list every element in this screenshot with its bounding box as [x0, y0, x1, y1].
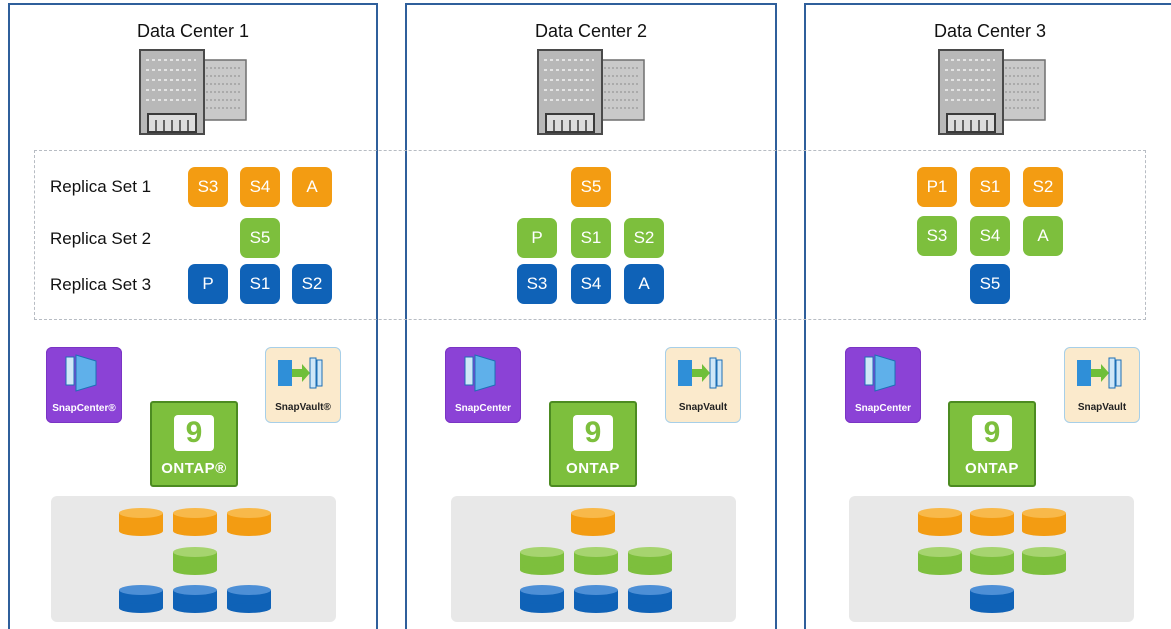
disk-icon — [173, 508, 217, 536]
disk-icon — [918, 508, 962, 536]
disk-icon — [173, 547, 217, 575]
snapcenter-icon — [464, 354, 496, 392]
dc2-rs3-node: A — [624, 264, 664, 304]
dc2-rs2-node: S2 — [624, 218, 664, 258]
data-center-1-title: Data Center 1 — [136, 21, 250, 41]
building-icon — [139, 49, 247, 135]
ontap-version-number: 9 — [972, 415, 1012, 451]
snapcenter-tile: SnapCenter — [445, 347, 521, 423]
dc3-rs2-node: S4 — [970, 216, 1010, 256]
dc3-rs1-node: S2 — [1023, 167, 1063, 207]
disk-icon — [520, 585, 564, 613]
snapvault-label: SnapVault — [678, 402, 728, 413]
ontap-logo: 9 ONTAP — [549, 401, 637, 487]
disk-icon — [571, 508, 615, 536]
dc1-rs3-node: P — [188, 264, 228, 304]
disk-icon — [227, 508, 271, 536]
dc2-rs2-node: P — [517, 218, 557, 258]
snapvault-tile: SnapVault — [1064, 347, 1140, 423]
dc3-rs2-node: A — [1023, 216, 1063, 256]
ontap-label: ONTAP — [965, 460, 1019, 477]
dc1-rs2-node: S5 — [240, 218, 280, 258]
snapcenter-label: SnapCenter — [854, 403, 912, 414]
building-icon — [938, 49, 1046, 135]
dc3-rs2-node: S3 — [917, 216, 957, 256]
disk-icon — [520, 547, 564, 575]
data-center-2-title: Data Center 2 — [534, 21, 648, 41]
disk-icon — [119, 585, 163, 613]
snapcenter-icon — [65, 354, 97, 392]
disk-icon — [918, 547, 962, 575]
disk-icon — [628, 547, 672, 575]
snapvault-icon — [278, 357, 323, 389]
dc1-rs1-node: S4 — [240, 167, 280, 207]
snapcenter-label: SnapCenter — [454, 403, 512, 414]
disk-icon — [1022, 508, 1066, 536]
disk-icon — [1022, 547, 1066, 575]
dc3-rs1-node: S1 — [970, 167, 1010, 207]
snapcenter-icon — [864, 354, 896, 392]
ontap-version-number: 9 — [573, 415, 613, 451]
dc2-rs1-node: S5 — [571, 167, 611, 207]
data-center-3-title: Data Center 3 — [933, 21, 1047, 41]
snapvault-tile: SnapVault® — [265, 347, 341, 423]
dc3-rs1-node: P1 — [917, 167, 957, 207]
dc2-rs2-node: S1 — [571, 218, 611, 258]
dc1-rs1-node: S3 — [188, 167, 228, 207]
ontap-version-number: 9 — [174, 415, 214, 451]
dc1-rs3-node: S2 — [292, 264, 332, 304]
disk-icon — [970, 547, 1014, 575]
snapcenter-label: SnapCenter® — [52, 403, 116, 414]
disk-icon — [227, 585, 271, 613]
disk-icon — [574, 547, 618, 575]
dc2-rs3-node: S3 — [517, 264, 557, 304]
dc1-rs3-node: S1 — [240, 264, 280, 304]
replica-set-3-label: Replica Set 3 — [50, 275, 152, 294]
snapvault-label: SnapVault — [1077, 402, 1127, 413]
ontap-label: ONTAP — [566, 460, 620, 477]
replica-set-band — [34, 150, 1146, 320]
disk-icon — [574, 585, 618, 613]
snapvault-icon — [1077, 357, 1122, 389]
dc1-rs1-node: A — [292, 167, 332, 207]
snapvault-tile: SnapVault — [665, 347, 741, 423]
disk-icon — [628, 585, 672, 613]
ontap-label: ONTAP® — [161, 460, 227, 477]
building-icon — [537, 49, 645, 135]
replica-set-2-label: Replica Set 2 — [50, 229, 152, 248]
replica-set-1-label: Replica Set 1 — [50, 177, 152, 196]
disk-icon — [970, 585, 1014, 613]
ontap-logo: 9 ONTAP® — [150, 401, 238, 487]
ontap-logo: 9 ONTAP — [948, 401, 1036, 487]
dc3-rs3-node: S5 — [970, 264, 1010, 304]
snapcenter-tile: SnapCenter — [845, 347, 921, 423]
snapvault-label: SnapVault® — [275, 402, 331, 413]
disk-icon — [173, 585, 217, 613]
dc2-rs3-node: S4 — [571, 264, 611, 304]
snapvault-icon — [678, 357, 723, 389]
disk-icon — [970, 508, 1014, 536]
snapcenter-tile: SnapCenter® — [46, 347, 122, 423]
disk-icon — [119, 508, 163, 536]
